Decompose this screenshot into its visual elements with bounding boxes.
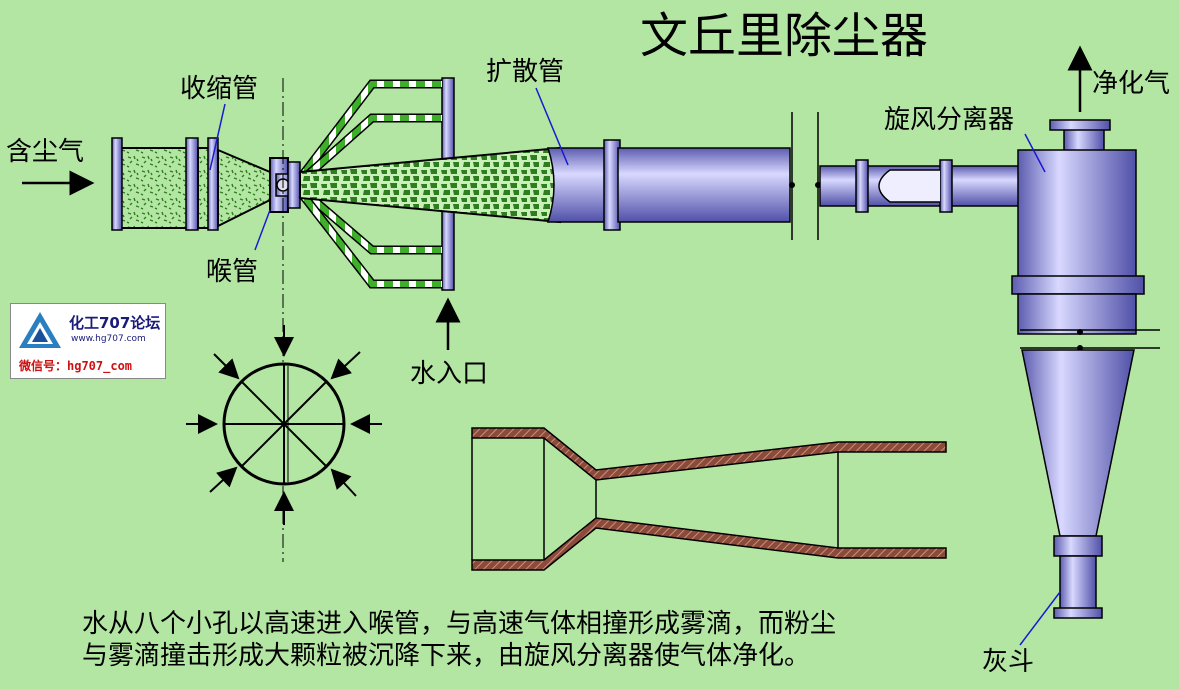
logo-wechat: 微信号：hg707_com xyxy=(19,359,133,373)
throat-label: 喉管 xyxy=(206,257,258,287)
diagram-title: 文丘里除尘器 xyxy=(640,8,928,64)
venturi-section xyxy=(471,427,947,571)
diffuser-tube xyxy=(299,146,561,224)
throat-leader xyxy=(254,209,271,251)
inlet-gas-label: 含尘气 xyxy=(6,137,84,167)
water-feed-pipes xyxy=(298,77,455,291)
throat-cross-section xyxy=(222,362,346,486)
logo-name: 化工707论坛 xyxy=(69,314,161,332)
diffuser-leader xyxy=(535,87,569,166)
cyclone-separator xyxy=(1011,119,1160,619)
converging-tube-label: 收缩管 xyxy=(180,74,258,104)
ash-hopper-leader xyxy=(1019,591,1061,646)
caption-line-1: 水从八个小孔以高速进入喉管，与高速气体相撞形成雾滴，而粉尘 xyxy=(82,609,836,639)
throat xyxy=(269,157,301,213)
diffuser-outlet xyxy=(546,147,607,223)
logo-url: www.hg707.com xyxy=(71,334,146,344)
converging-tube-leader xyxy=(209,103,226,171)
clean-gas-label: 净化气 xyxy=(1092,69,1170,99)
diffuser-label: 扩散管 xyxy=(486,57,564,87)
water-inlet-label: 水入口 xyxy=(410,359,488,389)
cyclone-label: 旋风分离器 xyxy=(884,105,1014,135)
caption-line-2: 与雾滴撞击形成大颗粒被沉降下来，由旋风分离器使气体净化。 xyxy=(82,641,810,671)
outlet-duct xyxy=(603,112,1021,240)
cyclone-leader xyxy=(1024,133,1046,173)
jet-arrows-icon xyxy=(186,325,382,525)
converging-tube xyxy=(217,148,271,228)
ash-hopper-label: 灰斗 xyxy=(982,647,1034,677)
forum-logo: 化工707论坛 www.hg707.com 微信号：hg707_com xyxy=(10,303,166,379)
inlet-pipe xyxy=(111,137,219,231)
logo-triangle-icon xyxy=(19,312,61,348)
